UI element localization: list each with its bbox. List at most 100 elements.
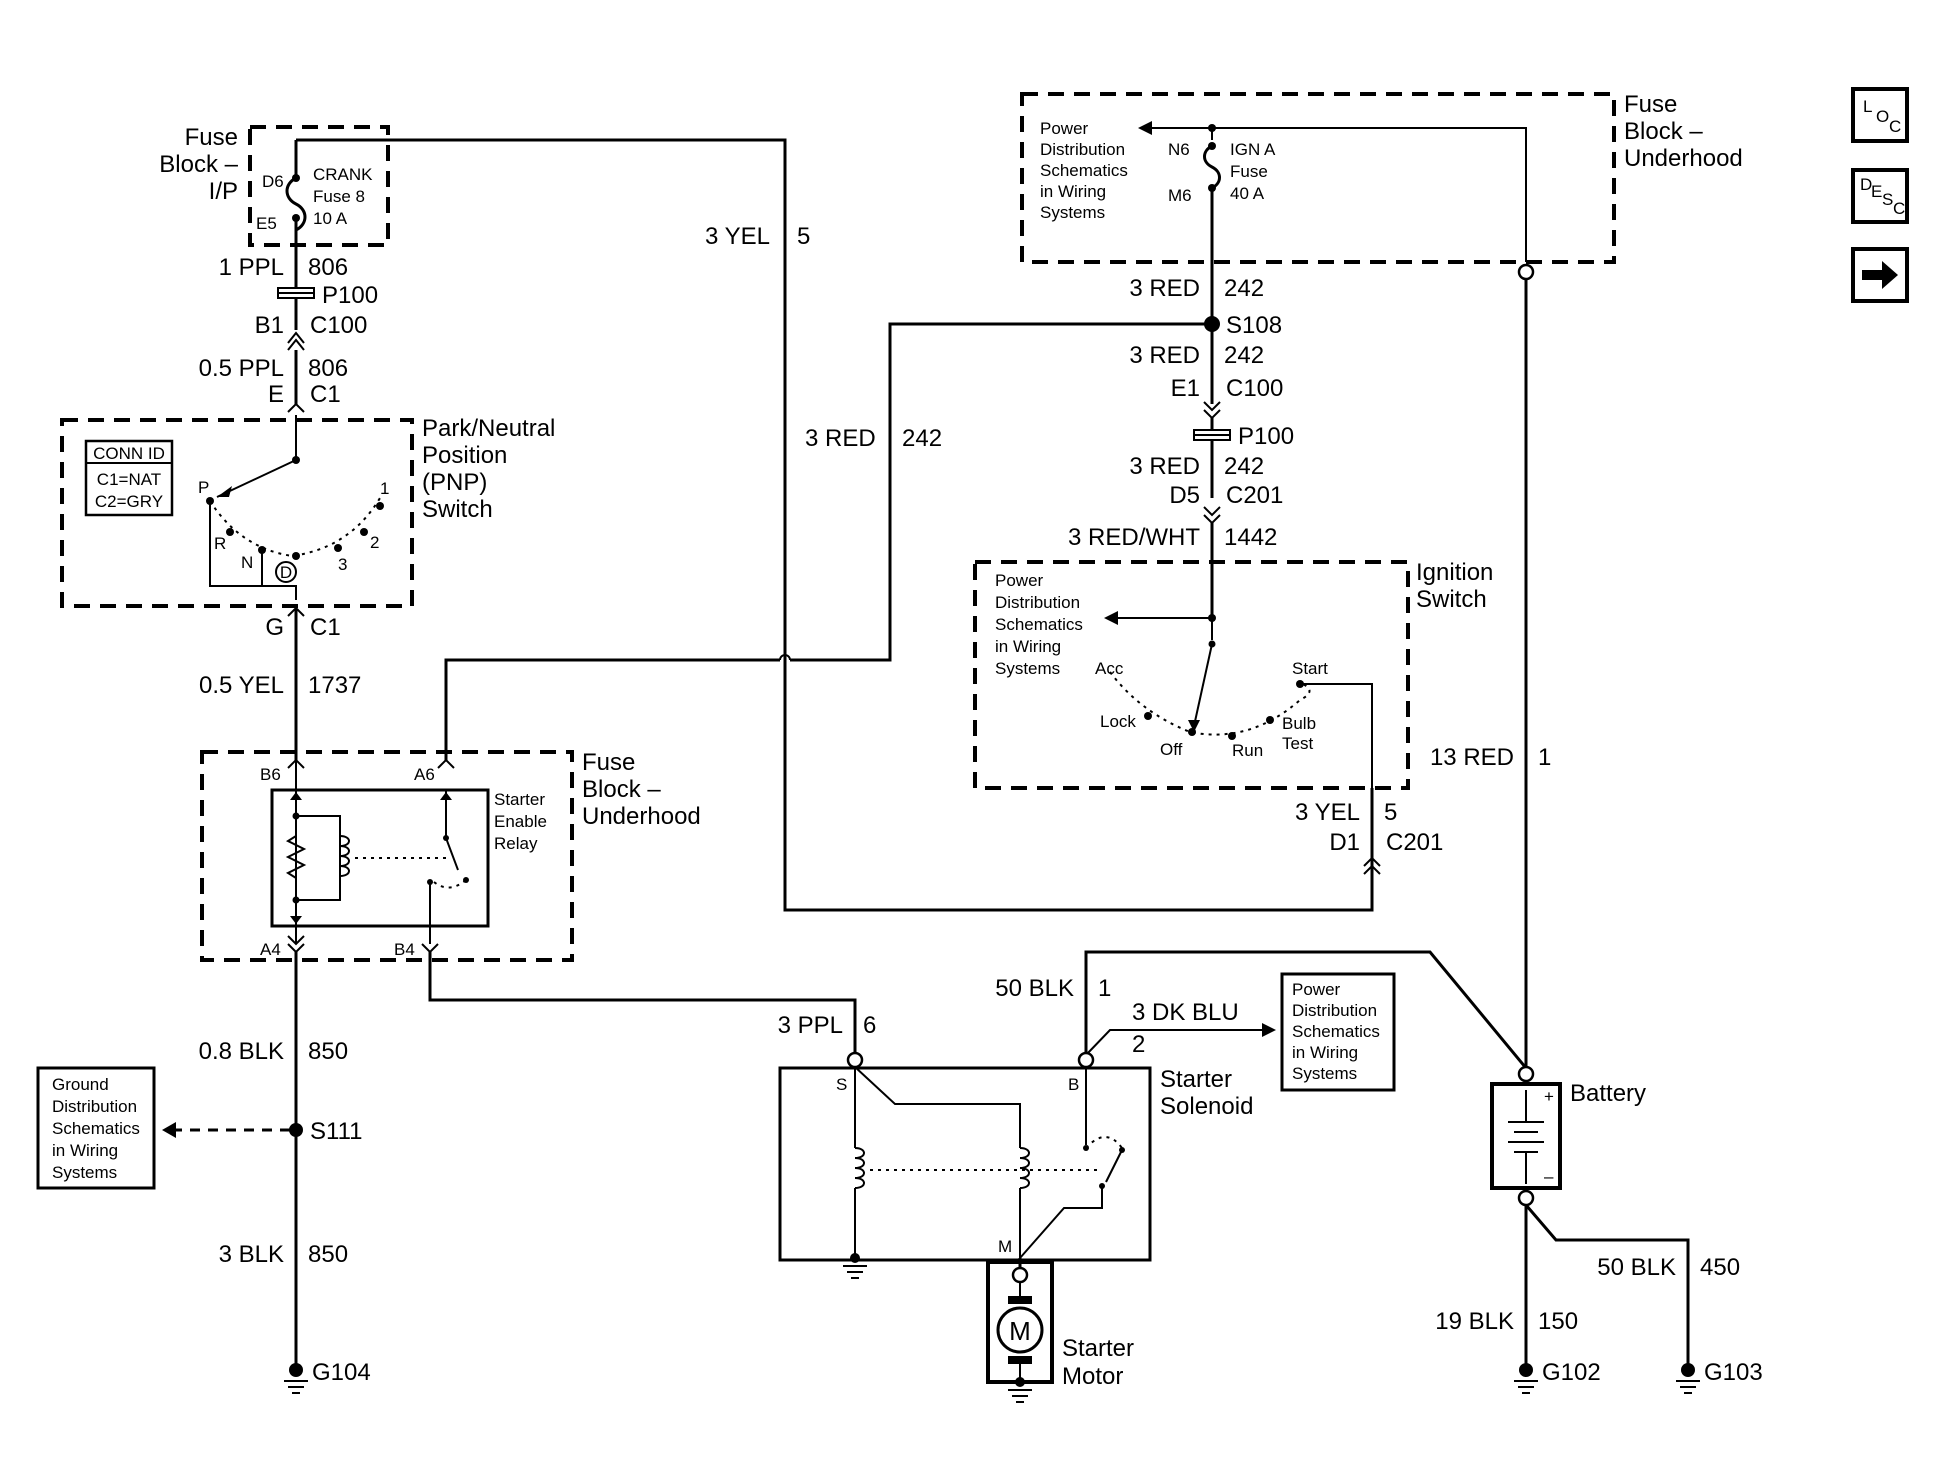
wire-242c-gauge: 3 RED: [1129, 453, 1200, 480]
drive-position-icon: [275, 561, 297, 583]
motor-title-1: Starter: [1062, 1335, 1134, 1362]
fbu-pds-5: Systems: [1040, 203, 1105, 222]
fbu-pds-4: in Wiring: [1040, 182, 1106, 201]
battery-title: Battery: [1570, 1080, 1646, 1107]
desc-button[interactable]: D E S C: [1851, 168, 1909, 224]
wire-806a-circuit: 806: [308, 254, 348, 281]
wire-1737-circuit: 1737: [308, 672, 361, 699]
c100b-conn: C100: [1226, 375, 1283, 402]
ign-pds-2: Distribution: [995, 593, 1080, 612]
wire-50blk1-gauge: 50 BLK: [995, 975, 1074, 1002]
pin-d6: D6: [262, 172, 284, 191]
wire-6ppl-circuit: 6: [863, 1012, 876, 1039]
wire-806b-gauge: 0.5 PPL: [199, 355, 284, 382]
motor-symbol: M: [1009, 1316, 1031, 1346]
ign-pos-run: Run: [1232, 741, 1263, 760]
wire-242a-gauge: 3 RED: [1129, 275, 1200, 302]
c1b-conn: C1: [310, 614, 341, 641]
crank-fuse-label-3: 10 A: [313, 209, 348, 228]
ground-g102-icon: [1514, 1363, 1538, 1394]
pds-sol-5: Systems: [1292, 1064, 1357, 1083]
ign-fuse-2: Fuse: [1230, 162, 1268, 181]
loc-button[interactable]: L O C: [1851, 87, 1909, 143]
fbu-title-1: Fuse: [1624, 91, 1677, 118]
wire-150-gauge: 19 BLK: [1435, 1308, 1514, 1335]
pnp-switch: Park/Neutral Position (PNP) Switch CONN …: [60, 415, 555, 608]
fbu-title-2: Block –: [1624, 118, 1703, 145]
ignition-switch: Ignition Switch Power Distribution Schem…: [973, 559, 1493, 790]
pin-n6: N6: [1168, 140, 1190, 159]
next-page-button[interactable]: [1851, 247, 1909, 303]
ground-distribution-ref[interactable]: Ground Distribution Schematics in Wiring…: [36, 1066, 156, 1190]
s111-label: S111: [310, 1118, 363, 1145]
c1a-conn: C1: [310, 381, 341, 408]
splice-s108: [1204, 316, 1220, 332]
ign-pds-1: Power: [995, 571, 1044, 590]
ground-dist-2: Distribution: [52, 1097, 137, 1116]
g102-label: G102: [1542, 1359, 1601, 1386]
g104-label: G104: [312, 1359, 371, 1386]
wire-50blk1-circuit: 1: [1098, 975, 1111, 1002]
hold-in-coil-icon: [1019, 1147, 1030, 1189]
battery-plus: +: [1544, 1087, 1554, 1106]
ign-pos-bulb-2: Test: [1282, 734, 1313, 753]
pnp-title-4: Switch: [422, 496, 493, 523]
ground-g103-icon: [1676, 1363, 1700, 1394]
motor-title-2: Motor: [1062, 1363, 1123, 1390]
solenoid-pin-s: S: [836, 1075, 847, 1094]
wire-450-gauge: 50 BLK: [1597, 1254, 1676, 1281]
wire-5yelb-circuit: 5: [1384, 799, 1397, 826]
wire-13red-circuit: 1: [1538, 744, 1551, 771]
arrow-right-icon: [1862, 261, 1898, 289]
crank-fuse-label-2: Fuse 8: [313, 187, 365, 206]
pds-sol-4: in Wiring: [1292, 1043, 1358, 1062]
ground-dist-3: Schematics: [52, 1119, 140, 1138]
pnp-pos-2: 2: [370, 533, 379, 552]
ign-fuse-3: 40 A: [1230, 184, 1265, 203]
c1b-pin: G: [265, 614, 284, 641]
wire-850b-circuit: 850: [308, 1241, 348, 1268]
ground-dist-1: Ground: [52, 1075, 109, 1094]
loc-letter-o: O: [1876, 107, 1890, 126]
fbu-title-3: Underhood: [1624, 145, 1743, 172]
solenoid-title-2: Solenoid: [1160, 1093, 1253, 1120]
desc-letter-d: D: [1860, 175, 1873, 194]
ign-switch-title-2: Switch: [1416, 586, 1487, 613]
solenoid-pin-m: M: [998, 1237, 1012, 1256]
fbu-pds-3: Schematics: [1040, 161, 1128, 180]
pin-b6: B6: [260, 765, 281, 784]
wire-242c-circuit: 242: [1224, 453, 1264, 480]
p100b-label: P100: [1238, 423, 1294, 450]
fuse-block-ip: Fuse Block – I/P D6 E5 CRANK Fuse 8 10 A: [159, 124, 390, 247]
fbu-pds-1: Power: [1040, 119, 1089, 138]
ign-a-fuse-icon: [1203, 144, 1221, 190]
ign-switch-title-1: Ignition: [1416, 559, 1493, 586]
wire-1737-gauge: 0.5 YEL: [199, 672, 284, 699]
wire-1442-gauge: 3 RED/WHT: [1068, 524, 1200, 551]
solenoid-title-1: Starter: [1160, 1066, 1232, 1093]
wire-806b-circuit: 806: [308, 355, 348, 382]
pds-solenoid-ref[interactable]: Power Distribution Schematics in Wiring …: [1280, 972, 1396, 1092]
pds-sol-1: Power: [1292, 980, 1341, 999]
ign-pos-acc: Acc: [1095, 659, 1124, 678]
c100b-pin: E1: [1171, 375, 1200, 402]
g103-label: G103: [1704, 1359, 1763, 1386]
pin-a4: A4: [260, 940, 281, 959]
ign-fuse-1: IGN A: [1230, 140, 1276, 159]
battery: + – Battery: [1490, 1065, 1646, 1207]
ign-pos-lock: Lock: [1100, 712, 1136, 731]
wire-2dkblu-circuit: 2: [1132, 1031, 1145, 1058]
pnp-pos-n: N: [241, 553, 253, 572]
relay-block-title-3: Underhood: [582, 803, 701, 830]
fuse-block-underhood-top: Fuse Block – Underhood Power Distributio…: [1020, 91, 1743, 264]
wire-3yel-gauge: 3 YEL: [705, 223, 770, 250]
pnp-title-1: Park/Neutral: [422, 415, 555, 442]
c201a-conn: C201: [1226, 482, 1283, 509]
pnp-pos-r: R: [214, 534, 226, 553]
pds-sol-2: Distribution: [1292, 1001, 1377, 1020]
wire-850b-gauge: 3 BLK: [219, 1241, 284, 1268]
c201b-conn: C201: [1386, 829, 1443, 856]
ign-pds-5: Systems: [995, 659, 1060, 678]
motor-icon: [996, 1306, 1044, 1354]
